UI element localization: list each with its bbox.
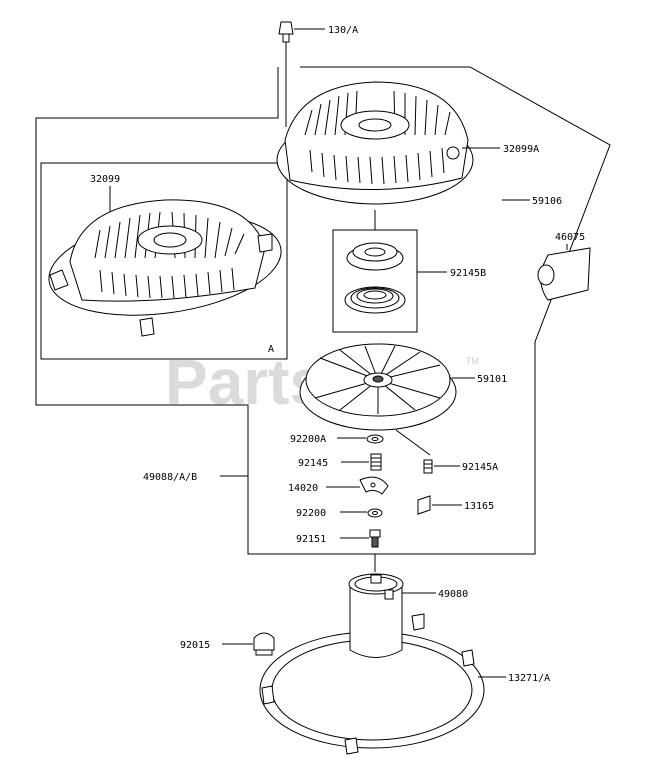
callout-92015[interactable]: 92015 bbox=[180, 640, 210, 651]
recoil-cover-inset[interactable] bbox=[42, 199, 287, 337]
rope-59106[interactable] bbox=[476, 178, 527, 263]
callout-59101[interactable]: 59101 bbox=[477, 374, 507, 385]
ratchet-14020[interactable] bbox=[359, 476, 389, 495]
spring-cover-92145b[interactable] bbox=[346, 242, 404, 271]
callout-14020[interactable]: 14020 bbox=[288, 483, 318, 494]
spring-92145a[interactable] bbox=[423, 459, 433, 474]
washer-92200[interactable] bbox=[367, 508, 383, 518]
callout-92200[interactable]: 92200 bbox=[296, 508, 326, 519]
inset-frame bbox=[40, 162, 288, 360]
callout-13271a[interactable]: 13271/A bbox=[508, 673, 550, 684]
callout-13165[interactable]: 13165 bbox=[464, 501, 494, 512]
watermark-tm: TM bbox=[466, 356, 479, 366]
leader-ratchet-link bbox=[395, 429, 431, 456]
inset-label: A bbox=[268, 344, 274, 355]
washer-92200a[interactable] bbox=[366, 434, 384, 444]
spring-group-frame bbox=[332, 229, 418, 333]
drive-cup-49080[interactable] bbox=[348, 573, 404, 658]
callout-92145[interactable]: 92145 bbox=[298, 458, 328, 469]
callout-59106[interactable]: 59106 bbox=[532, 196, 562, 207]
callout-49080[interactable]: 49080 bbox=[438, 589, 468, 600]
callout-92151[interactable]: 92151 bbox=[296, 534, 326, 545]
assembly-outline bbox=[35, 66, 611, 555]
recoil-cover-32099a[interactable] bbox=[276, 81, 474, 205]
bolt-92151[interactable] bbox=[369, 529, 381, 548]
callout-32099a[interactable]: 32099A bbox=[503, 144, 539, 155]
inset-part-label: 32099 bbox=[90, 174, 120, 185]
callout-130a[interactable]: 130/A bbox=[328, 25, 358, 36]
spring-92145[interactable] bbox=[370, 453, 382, 471]
bolt-130a[interactable] bbox=[278, 21, 294, 43]
nut-92015[interactable] bbox=[253, 632, 275, 656]
spiral-spring[interactable] bbox=[344, 286, 406, 314]
guide-13165[interactable] bbox=[417, 495, 431, 515]
handle-46075[interactable] bbox=[537, 247, 591, 301]
callout-92145a[interactable]: 92145A bbox=[462, 462, 498, 473]
pulley-59101[interactable] bbox=[299, 343, 457, 431]
callout-92145b[interactable]: 92145B bbox=[450, 268, 486, 279]
callout-49088[interactable]: 49088/A/B bbox=[143, 472, 197, 483]
callout-46075[interactable]: 46075 bbox=[555, 232, 585, 243]
callout-92200a[interactable]: 92200A bbox=[290, 434, 326, 445]
